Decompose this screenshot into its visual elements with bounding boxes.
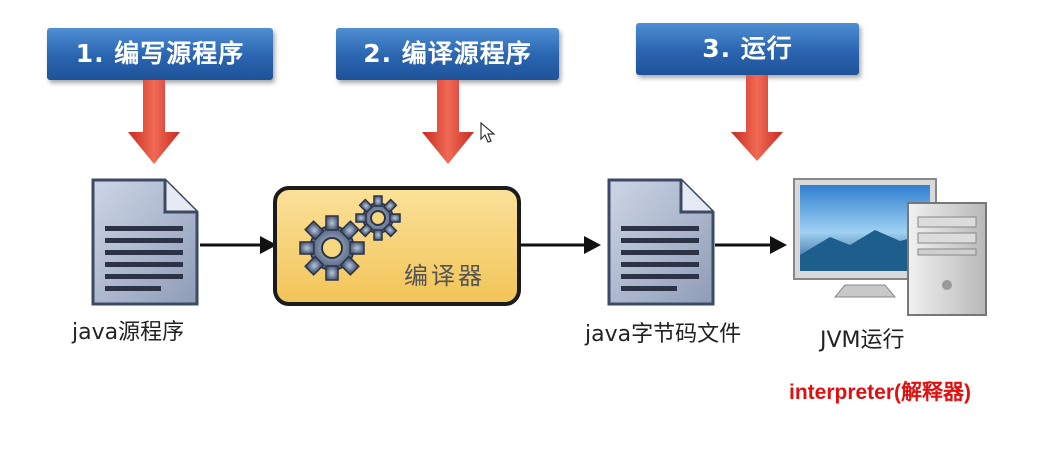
step-2-arrow: [422, 80, 474, 164]
source-document-icon: [91, 178, 199, 306]
gears-icon: [299, 195, 401, 281]
computer-icon: [793, 178, 987, 316]
bytecode-label: java字节码文件: [585, 322, 742, 347]
step-3-banner: 3. 运行: [636, 23, 859, 75]
step-3-arrow: [731, 75, 783, 161]
interpreter-note: interpreter(解释器): [789, 381, 972, 404]
step-1-arrow: [128, 80, 180, 164]
compiler-label: 编译器: [404, 262, 485, 290]
step-2-banner: 2. 编译源程序: [336, 28, 559, 80]
source-label: java源程序: [72, 320, 185, 345]
cursor-icon: [480, 122, 496, 143]
jvm-label: JVM运行: [820, 328, 905, 353]
step-1-banner: 1. 编写源程序: [47, 28, 273, 80]
bytecode-document-icon: [607, 178, 715, 306]
